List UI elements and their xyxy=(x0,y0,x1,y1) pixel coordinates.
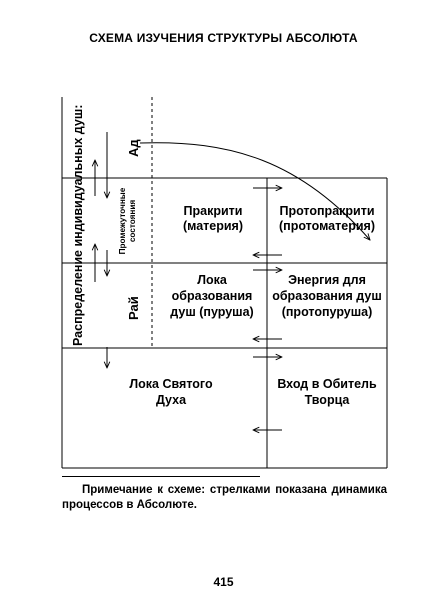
diagram-title: СХЕМА ИЗУЧЕНИЯ СТРУКТУРЫ АБСОЛЮТА xyxy=(89,31,358,45)
cell-loka-souls: Лока образования душ (пуруша) xyxy=(170,273,254,319)
ad-curve-arrow xyxy=(139,142,370,240)
cell-protoprakriti: Протопракрити (протоматерия) xyxy=(279,204,375,233)
level-label-intermediate: Промежуточные состояния xyxy=(118,187,137,255)
cell-prakriti: Пракрити (материя) xyxy=(182,204,244,233)
diagram-grid xyxy=(61,97,388,469)
footnote: Примечание к схеме: стрелками показана д… xyxy=(62,484,387,511)
process-arrows xyxy=(95,132,370,430)
page-number: 415 xyxy=(213,575,234,589)
side-label-soul-distribution: Распределение индивидуальных душ: xyxy=(71,104,85,346)
cell-energy-souls: Энергия для образования душ (протопуруша… xyxy=(272,273,382,319)
cell-loka-holy-spirit: Лока Святого Духа xyxy=(129,377,213,407)
level-label-paradise: Рай xyxy=(126,296,141,320)
cell-entrance: Вход в Обитель Творца xyxy=(277,377,377,407)
level-label-ad: Ад xyxy=(126,139,141,157)
footnote-rule xyxy=(62,476,260,477)
